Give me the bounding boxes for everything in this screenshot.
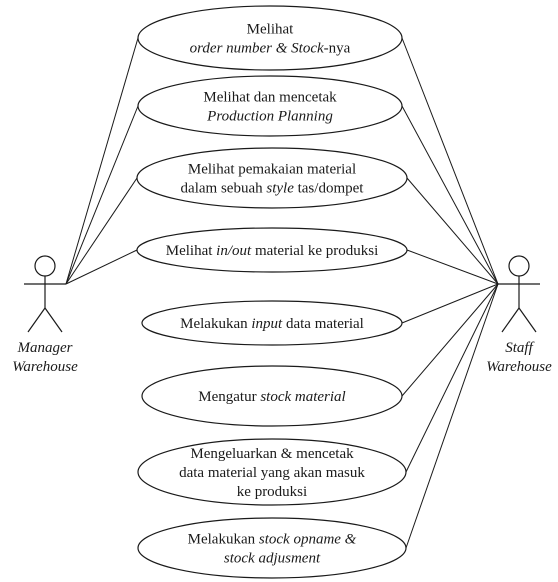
- use-case-label-segment: stock material: [260, 389, 345, 405]
- use-case-uc8: Melakukan stock opname & stock adjusment: [137, 517, 407, 579]
- use-case-ellipse: [137, 438, 407, 506]
- use-case-label-line: Mengatur stock material: [198, 389, 345, 405]
- actor-manager-warehouse: Manager Warehouse: [12, 255, 78, 375]
- use-case-label-segment: Melakukan: [188, 532, 259, 548]
- use-case-label-segment: material ke produksi: [251, 243, 378, 259]
- use-case-label-line: order number & Stock-nya: [190, 41, 351, 57]
- use-case-label-line: Melakukan input data material: [180, 316, 364, 332]
- use-case-label-segment: Melihat: [166, 243, 216, 259]
- use-case-uc5: Melakukan input data material: [141, 300, 403, 346]
- use-case-ellipse: [137, 5, 403, 71]
- use-case-ellipse: [141, 365, 403, 427]
- use-case-label-segment: Melakukan: [180, 316, 251, 332]
- use-case-label-segment: Production Planning: [206, 109, 333, 125]
- use-case-label-line: Melakukan stock opname &: [188, 532, 357, 548]
- use-case-ellipse: [137, 517, 407, 579]
- use-case-label-segment: Melihat pemakaian material: [188, 162, 356, 178]
- association-line: [401, 37, 499, 285]
- use-case-label-line: ke produksi: [237, 484, 307, 500]
- use-case-label-segment: Mengeluarkan & mencetak: [190, 446, 354, 462]
- use-case-ellipse: [136, 227, 408, 273]
- use-case-label-line: stock adjusment: [224, 551, 321, 567]
- association-line: [405, 283, 499, 549]
- use-case-ellipse: [136, 147, 408, 209]
- use-case-label-segment: stock opname &: [259, 532, 357, 548]
- association-lines: [65, 37, 499, 549]
- actor-label-line: Manager: [17, 340, 73, 356]
- use-case-label-line: Melihat dan mencetak: [203, 90, 337, 106]
- use-case-label-segment: in/out: [216, 243, 252, 259]
- use-case-label-segment: Mengatur: [198, 389, 260, 405]
- association-line: [406, 249, 499, 285]
- use-case-label-segment: ke produksi: [237, 484, 307, 500]
- use-case-label-segment: style: [266, 181, 294, 197]
- association-line: [65, 105, 139, 285]
- use-case-label-segment: input: [251, 316, 283, 332]
- association-line: [65, 177, 138, 285]
- actor-staff-warehouse: Staff Warehouse: [486, 255, 552, 375]
- actor-label-line: Warehouse: [12, 359, 78, 375]
- use-case-label-segment: Melihat dan mencetak: [203, 90, 337, 106]
- use-case-label-segment: order number & Stock: [190, 41, 324, 57]
- use-case-uc7: Mengeluarkan & mencetak data material yan…: [137, 438, 407, 506]
- association-line: [401, 283, 499, 397]
- use-case-label-line: Melihat in/out material ke produksi: [166, 243, 378, 259]
- use-case-uc1: Melihat order number & Stock-nya: [137, 5, 403, 71]
- actor-label-line: Staff: [505, 340, 534, 356]
- association-line: [401, 105, 499, 285]
- use-case-ellipse: [137, 75, 403, 137]
- use-case-label-segment: data material: [282, 316, 364, 332]
- use-case-uc4: Melihat in/out material ke produksi: [136, 227, 408, 273]
- actor-figure-icon: [498, 255, 540, 333]
- association-line: [65, 37, 139, 285]
- use-case-label-segment: -nya: [324, 41, 351, 57]
- use-case-label-line: Melihat: [247, 22, 294, 38]
- association-line: [405, 283, 499, 473]
- association-line: [401, 283, 499, 324]
- use-case-ellipse: [141, 300, 403, 346]
- use-case-label-segment: dalam sebuah: [181, 181, 267, 197]
- actor-label-line: Warehouse: [486, 359, 552, 375]
- use-case-label-line: Production Planning: [206, 109, 333, 125]
- use-case-label-segment: data material yang akan masuk: [179, 465, 365, 481]
- use-case-uc3: Melihat pemakaian material dalam sebuah s…: [136, 147, 408, 209]
- use-case-label-line: dalam sebuah style tas/dompet: [181, 181, 365, 197]
- association-line: [406, 177, 499, 285]
- use-case-uc6: Mengatur stock material: [141, 365, 403, 427]
- use-case-label-line: Melihat pemakaian material: [188, 162, 356, 178]
- use-case-label-line: Mengeluarkan & mencetak: [190, 446, 354, 462]
- actor-figure-icon: [24, 255, 66, 333]
- association-line: [65, 249, 138, 285]
- use-case-label-segment: Melihat: [247, 22, 294, 38]
- use-case-label-segment: tas/dompet: [294, 181, 364, 197]
- use-case-label-line: data material yang akan masuk: [179, 465, 365, 481]
- use-case-label-segment: stock adjusment: [224, 551, 321, 567]
